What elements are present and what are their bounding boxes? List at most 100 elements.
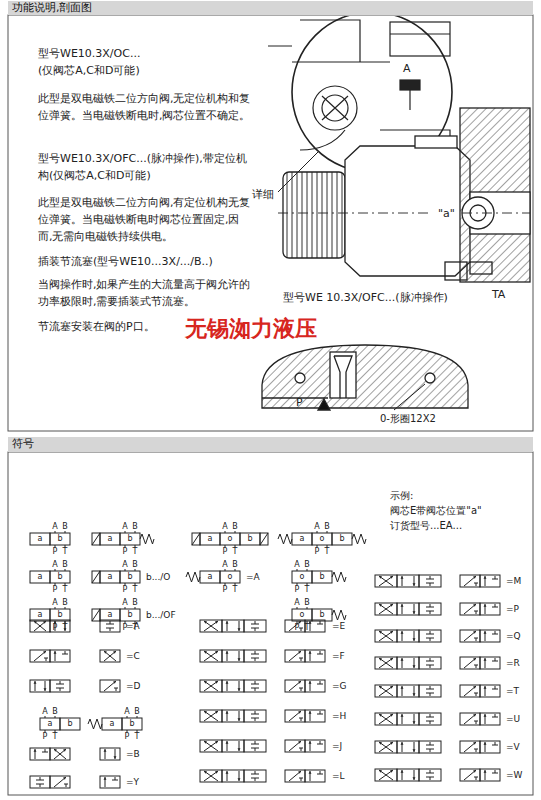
symbol-stroke (414, 714, 415, 724)
port-letter: B (304, 560, 310, 570)
symbol-stroke (402, 686, 403, 696)
port-letter: B (132, 598, 138, 608)
symbol-stroke (135, 545, 136, 547)
arrowhead (413, 693, 416, 696)
symbol-stroke (430, 665, 431, 668)
arrowhead (226, 681, 229, 684)
symbol-stroke (225, 531, 226, 533)
position-letter: b (127, 572, 132, 582)
arrowhead (309, 681, 312, 684)
valve-cell (397, 603, 419, 615)
symbol-stroke (55, 607, 56, 609)
symbol-stroke (310, 711, 311, 721)
valve-cell (460, 685, 480, 697)
arrowhead (238, 778, 241, 781)
symbol-stroke (402, 770, 403, 780)
position-letter: a (108, 534, 113, 544)
port-letter: B (62, 522, 68, 532)
arrowhead (298, 711, 301, 714)
symbol-stroke (204, 771, 218, 781)
section-header: 符号 (8, 437, 533, 452)
valve-cell (480, 769, 500, 781)
valve-cell (460, 741, 480, 753)
symbol-stroke (310, 741, 311, 751)
port-letter: A (314, 522, 319, 532)
valve-cell (60, 718, 80, 730)
valve-cell (244, 770, 266, 782)
section-frame (8, 15, 533, 431)
symbol-stroke (476, 611, 477, 614)
arrowhead (226, 771, 229, 774)
arrowhead (298, 681, 301, 684)
symbol-stroke (255, 778, 256, 781)
valve-cell (419, 769, 441, 781)
symbol-stroke (430, 777, 431, 780)
valve-cell (419, 685, 441, 697)
symbol-stroke (485, 604, 486, 614)
arrowhead (484, 714, 487, 717)
symbol-stroke (307, 583, 308, 585)
valve-cell (285, 740, 305, 752)
symbol-stroke (297, 569, 298, 571)
symbol-stroke (414, 604, 415, 614)
symbol-stroke (65, 583, 66, 585)
symbol-stroke (235, 583, 236, 585)
arrowhead (226, 741, 229, 744)
arrowhead (379, 576, 382, 579)
valve-cell (120, 609, 140, 621)
arrowhead (226, 621, 229, 624)
valve-cell (460, 575, 480, 587)
symbol-stroke (485, 576, 486, 586)
symbol-stroke (60, 681, 61, 684)
port-letter: A (294, 598, 299, 608)
valve-cell (460, 713, 480, 725)
arrowhead (473, 576, 476, 579)
arrowhead (390, 576, 393, 579)
position-letter: b (247, 534, 252, 544)
valve-cell (30, 776, 50, 788)
valve-cell (397, 769, 419, 781)
symbol-stroke (204, 651, 218, 661)
spring (332, 572, 346, 582)
symbol-stroke (476, 583, 477, 586)
symbol-stroke (464, 770, 476, 780)
symbol-stroke (379, 686, 393, 696)
symbol-stroke (485, 714, 486, 724)
symbol-stroke (464, 686, 476, 696)
symbol-stroke (310, 681, 311, 691)
valve-cell (30, 680, 50, 692)
symbol-stroke (65, 531, 66, 533)
symbol-stroke (414, 658, 415, 668)
header-text: 符号 (12, 437, 34, 450)
symbol-stroke (127, 716, 128, 718)
symbol-stroke (476, 777, 477, 780)
symbol-stroke (301, 658, 302, 661)
symbol-stroke (239, 741, 240, 751)
valve-cell (375, 741, 397, 753)
arrowhead (390, 770, 393, 773)
arrowhead (63, 749, 66, 752)
arrowhead (54, 749, 57, 752)
valve-cell (30, 571, 50, 583)
valve-cell (120, 533, 140, 545)
symbol-stroke (104, 681, 116, 691)
symbol-stroke (255, 658, 256, 661)
position-letter: b (67, 719, 72, 729)
valve-cell (30, 533, 50, 545)
spool-code: =V (506, 740, 520, 754)
arrowhead (309, 741, 312, 744)
symbol-stroke (414, 770, 415, 780)
arrowhead (226, 711, 229, 714)
arrowhead (104, 651, 107, 654)
arrowhead (226, 651, 229, 654)
arrowhead (401, 770, 404, 773)
symbol-stroke (135, 569, 136, 571)
spool-code: =T (506, 684, 519, 698)
valve-cell (120, 571, 140, 583)
symbol-stroke (307, 569, 308, 571)
port-letter: T (133, 585, 138, 595)
arrowhead (298, 771, 301, 774)
symbol-stroke (204, 771, 218, 781)
position-letter: a (38, 534, 43, 544)
symbol-stroke (55, 583, 56, 585)
